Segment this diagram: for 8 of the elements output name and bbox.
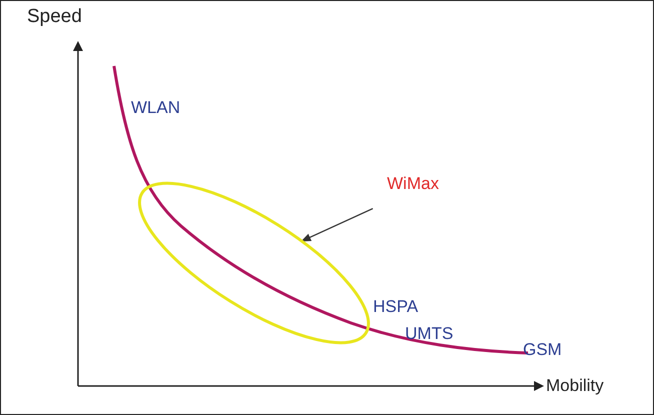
axis-label: Speed: [27, 7, 82, 28]
technology-label: HSPA: [373, 298, 418, 317]
technology-label: UMTS: [405, 325, 454, 344]
technology-label: GSM: [523, 341, 562, 360]
technology-label: WiMax: [387, 175, 439, 194]
axis-label: Mobility: [546, 377, 604, 396]
technology-label: WLAN: [131, 99, 180, 118]
arrow: [300, 208, 374, 242]
